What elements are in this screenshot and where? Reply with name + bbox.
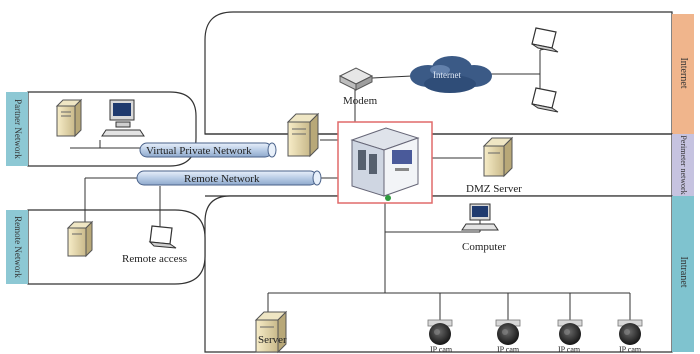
server-tower-icon (482, 136, 514, 178)
vpn-label: Virtual Private Network (146, 145, 252, 157)
desktop-computer-icon (101, 99, 145, 137)
laptop-icon (148, 225, 177, 249)
perimeter-zone (205, 133, 673, 197)
ip-camera-icon (617, 319, 643, 345)
ip-cam-label: IP cam (430, 345, 453, 354)
remote-access-label: Remote access (122, 253, 187, 265)
internet-cloud-icon (410, 56, 492, 93)
intranet-zone-tab (672, 196, 694, 352)
remote-network-tunnel (136, 170, 322, 186)
laptop-icon (531, 27, 559, 53)
connection-lines (70, 47, 631, 320)
ip-cam-label: IP cam (558, 345, 581, 354)
intranet-zone-label: Intranet (678, 256, 689, 287)
server-label: Server (258, 334, 287, 346)
internet-cloud-label: Internet (433, 70, 461, 80)
server-tower-icon (286, 112, 320, 158)
server-tower-icon (66, 220, 94, 258)
partner-zone-tab (6, 92, 28, 166)
perimeter-zone-label: Perimeter network (679, 135, 688, 194)
partner-zone-label: Partner Network (13, 99, 23, 159)
remote-network-label: Remote Network (184, 173, 260, 185)
laptop-icon (531, 87, 559, 113)
firewall-device-icon (350, 127, 420, 201)
intranet-zone (204, 195, 673, 353)
remote-zone (27, 209, 206, 285)
internet-zone-tab (672, 14, 694, 134)
computer-label: Computer (462, 241, 506, 253)
dmz-server-label: DMZ Server (466, 183, 522, 195)
ip-cam-label: IP cam (619, 345, 642, 354)
ip-cam-label: IP cam (497, 345, 520, 354)
internet-zone-label: Internet (678, 57, 689, 88)
desktop-computer-icon (461, 203, 499, 231)
server-tower-icon (254, 310, 288, 354)
remote-zone-label: Remote Network (13, 216, 23, 278)
ip-camera-icon (557, 319, 583, 345)
modem-icon (338, 67, 374, 91)
server-tower-icon (55, 98, 83, 138)
perimeter-zone-tab (672, 134, 694, 196)
ip-camera-icon (495, 319, 521, 345)
modem-label: Modem (343, 95, 378, 107)
ip-camera-icon (427, 319, 453, 345)
remote-zone-tab (6, 210, 28, 284)
vpn-tunnel (139, 142, 277, 158)
